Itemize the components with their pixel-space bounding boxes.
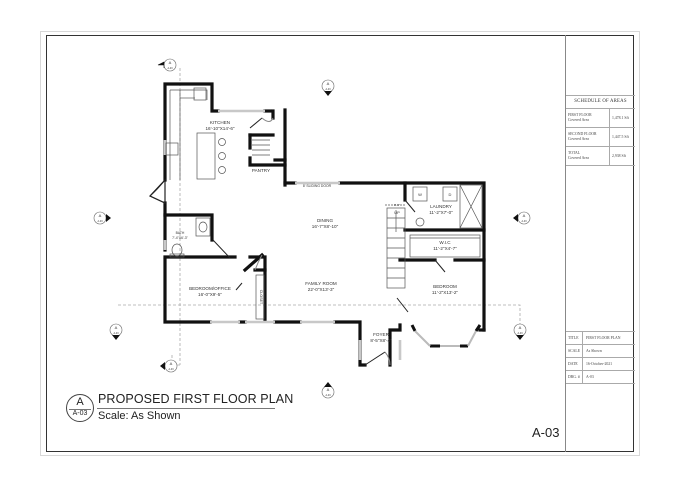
sliding-door-label: 8' SLIDING DOOR	[303, 184, 332, 188]
schedule-row-label: SECOND FLOOR	[568, 132, 597, 136]
room-wic-name: W.I.C	[439, 240, 451, 245]
room-bedroom-office-dims: 16'-0"X9'-5"	[198, 292, 222, 297]
svg-text:A: A	[519, 325, 522, 330]
section-marker-bottom-left: A A-03	[109, 323, 123, 340]
schedule-title: SCHEDULE OF AREAS	[566, 95, 635, 109]
schedule-row-value: 1,447.5 Sft	[612, 135, 629, 139]
bay-window	[410, 324, 482, 348]
schedule-row-value: 1,478.1 Sft	[612, 116, 629, 120]
room-dining-dims: 16'-7"X8'-10"	[312, 224, 339, 229]
room-bath-name: BATH	[176, 231, 185, 235]
room-foyer-dims: 8'-5"X8'-4"	[370, 338, 392, 343]
room-bath-dims: 7'-4"X6'-3"	[172, 236, 189, 240]
plan-title-bubble: A A-03	[66, 394, 94, 422]
section-marker-top-left: A A-03	[157, 58, 177, 72]
room-bedroom-office-name: BEDROOM/OFFICE	[189, 286, 231, 291]
room-labels: KITCHEN 16'-10"X14'-6" PANTRY DINING 16'…	[172, 120, 458, 343]
svg-text:A-03: A-03	[168, 368, 174, 371]
svg-text:A-03: A-03	[167, 67, 173, 70]
room-kitchen-dims: 16'-10"X14'-6"	[205, 126, 234, 131]
windows	[163, 109, 402, 360]
schedule-row-label: TOTAL	[568, 151, 581, 155]
svg-text:A: A	[170, 361, 173, 366]
info-row-drawing-number: DRG. #A-03	[566, 371, 635, 384]
room-family-dims: 22'-0"X13'-3"	[308, 287, 335, 292]
svg-text:A-03: A-03	[325, 88, 331, 91]
interior-fixtures	[165, 87, 483, 320]
schedule-row-value: 2,938 Sft	[612, 154, 626, 158]
schedule-row-sublabel: Covered Area	[568, 118, 589, 122]
svg-text:A-03: A-03	[517, 332, 523, 335]
svg-text:A: A	[523, 213, 526, 218]
washer-label: W	[418, 192, 422, 197]
room-pantry-name: PANTRY	[252, 168, 270, 173]
sheet-outer-border	[40, 31, 640, 456]
room-dining-name: DINING	[317, 218, 334, 223]
sheet-number: A-03	[532, 425, 560, 440]
bubble-divider	[69, 409, 91, 410]
section-marker-bottom-left-2: A A-03	[160, 359, 178, 373]
kitchen-door-icon	[148, 178, 166, 204]
dryer-label: D	[449, 192, 452, 197]
room-wic-dims: 11'-2"X4'-7"	[433, 246, 457, 251]
svg-text:A-03: A-03	[521, 220, 527, 223]
room-laundry-name: LAUNDRY	[430, 204, 452, 209]
svg-text:A: A	[99, 213, 102, 218]
bubble-letter: A	[76, 396, 84, 408]
room-laundry-dims: 11'-2"X7'-0"	[429, 210, 453, 215]
schedule-row-sublabel: Covered Area	[568, 137, 589, 141]
bay-window-glass	[414, 330, 477, 347]
room-bedroom-dims: 11'-2"X13'-2"	[432, 290, 458, 295]
room-family-name: FAMILY ROOM	[305, 281, 337, 286]
schedule-row-sublabel: Covered Area	[568, 156, 589, 160]
sheet-frame	[46, 35, 634, 452]
svg-text:A: A	[169, 60, 172, 65]
stair-up-label: UP	[394, 210, 400, 215]
svg-text:A: A	[327, 81, 330, 86]
room-bedroom-name: BEDROOM	[433, 284, 457, 289]
section-marker-bottom-right: A A-03	[513, 323, 527, 340]
stair-width-label: 3'-6"	[394, 203, 400, 207]
svg-text:A-03: A-03	[97, 220, 103, 223]
svg-text:A-03: A-03	[113, 332, 119, 335]
svg-text:A: A	[115, 325, 118, 330]
plan-title: PROPOSED FIRST FLOOR PLAN	[98, 392, 294, 406]
svg-text:A: A	[327, 387, 330, 392]
svg-text:A-03: A-03	[325, 394, 331, 397]
section-marker-top-center: A A-03	[321, 79, 335, 96]
plan-title-underline	[97, 408, 275, 409]
section-marker-left: A A-03	[93, 211, 111, 225]
section-marker-bottom-center: A A-03	[321, 382, 335, 399]
section-marker-right: A A-03	[513, 211, 531, 225]
room-kitchen-name: KITCHEN	[210, 120, 230, 125]
room-closet-name: CLOSET	[259, 290, 263, 305]
room-foyer-name: FOYER	[373, 332, 390, 337]
plan-scale: Scale: As Shown	[98, 410, 181, 422]
bubble-sheet: A-03	[72, 410, 88, 417]
schedule-row-label: FIRST FLOOR	[568, 113, 592, 117]
